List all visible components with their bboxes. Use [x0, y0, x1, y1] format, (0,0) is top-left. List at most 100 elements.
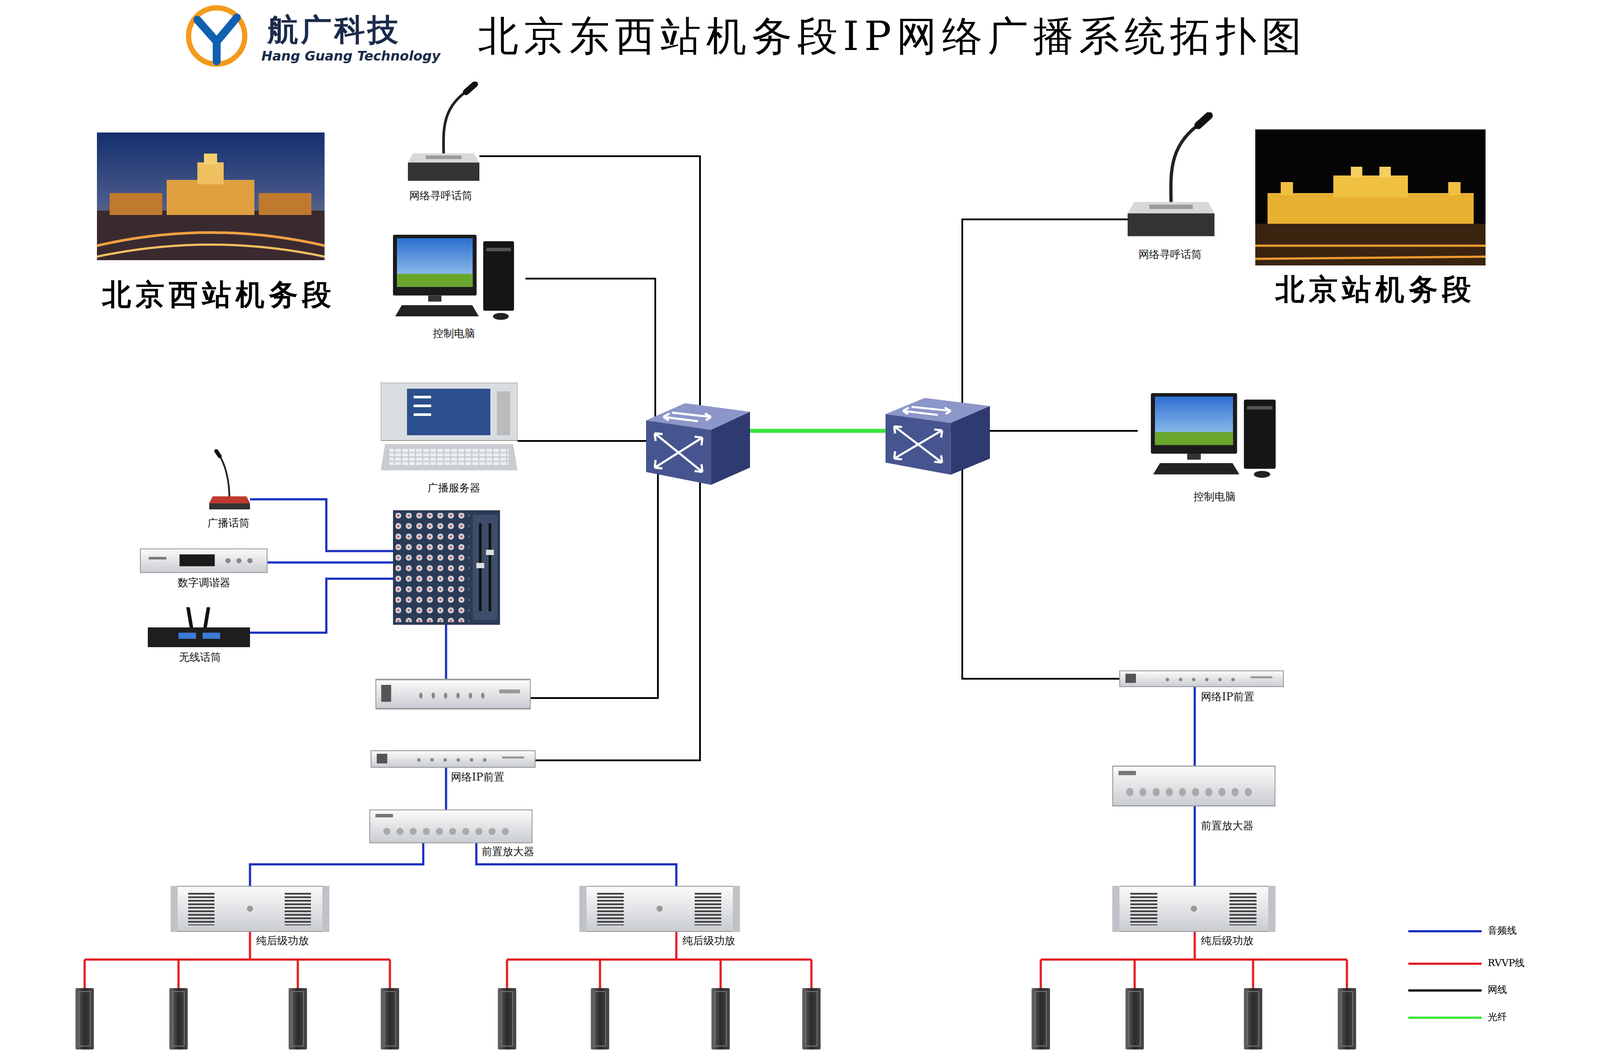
preamp [1112, 765, 1275, 806]
path [1040, 931, 1347, 988]
rect [1255, 129, 1486, 266]
path [445, 624, 448, 679]
device-label: 网络寻呼话筒 [409, 189, 473, 203]
use [1031, 987, 1050, 1050]
path [250, 578, 393, 633]
use [497, 987, 517, 1050]
wireless-receiver [147, 607, 250, 647]
use [711, 987, 730, 1050]
use [590, 987, 610, 1050]
legend-text: 光纤 [1487, 1010, 1508, 1023]
path [507, 931, 812, 988]
path [84, 931, 390, 988]
rvvp-wires [84, 931, 1347, 988]
circle [188, 7, 245, 65]
audio-connector [1193, 806, 1197, 886]
device-label: 网络IP前置 [1200, 690, 1255, 704]
device-label: 控制电脑 [432, 327, 475, 340]
logo-icon [188, 7, 245, 65]
speakers [75, 987, 1357, 1050]
device-label: 纯后级功放 [256, 934, 309, 947]
device-node: 纯后级功放 [579, 885, 740, 932]
path [962, 434, 1120, 679]
desk-mic [209, 450, 250, 510]
rect [1255, 223, 1486, 266]
mixer [392, 510, 500, 625]
legend-swatch [1408, 962, 1482, 965]
logo-name: 航广科技 [267, 11, 401, 49]
device-node: 网络寻呼话筒 [407, 81, 480, 184]
use [380, 987, 400, 1050]
device-label: 前置放大器 [481, 845, 535, 858]
legend-swatch [1408, 929, 1482, 933]
rect [96, 210, 325, 261]
station-name: 北京站机务段 [1275, 271, 1476, 307]
legend-text: 网线 [1487, 983, 1508, 996]
rect [258, 192, 312, 215]
path [250, 499, 393, 551]
device-label: 网络寻呼话筒 [1138, 248, 1202, 261]
rect [1350, 166, 1363, 178]
rect [197, 162, 224, 185]
device-node: 前置放大器 [369, 809, 533, 843]
device-node: 网络寻呼话筒 [1127, 112, 1215, 240]
rect [1448, 182, 1461, 196]
rect [1280, 182, 1293, 196]
rect [1267, 192, 1474, 224]
rect [96, 132, 325, 261]
device-label: 控制电脑 [1193, 490, 1236, 504]
device-node: 网络IP前置 [1119, 670, 1284, 687]
device-label: 广播服务器 [427, 481, 481, 495]
ip-front [1119, 670, 1284, 687]
diagram-title: 北京东西站机务段IP网络广播系统拓扑图 [478, 12, 1308, 61]
device-label: 无线话筒 [178, 650, 222, 664]
network-switch [885, 397, 990, 475]
audio-connector [445, 767, 448, 810]
device-label: 广播话筒 [207, 516, 250, 530]
device-node: 网络IP前置 [370, 750, 536, 768]
path [96, 244, 325, 258]
legend-text: 音频线 [1487, 924, 1517, 936]
audio-connector [250, 842, 424, 886]
computer [392, 234, 515, 320]
legend-swatch [1408, 1016, 1482, 1019]
rect [166, 179, 255, 215]
use [1337, 987, 1357, 1050]
audio-connector [476, 842, 677, 886]
use [169, 987, 188, 1050]
path [525, 278, 656, 439]
device-node: 前置放大器 [1112, 765, 1276, 807]
device-node: 纯后级功放 [170, 885, 330, 932]
rect [203, 153, 218, 165]
device-label: 数字调谐器 [177, 576, 231, 590]
computer [1150, 392, 1276, 478]
device-node: 无线话筒 [147, 607, 250, 648]
power-amp [170, 885, 330, 932]
use [75, 987, 94, 1050]
power-amp [579, 885, 740, 932]
power-amp [1112, 885, 1276, 932]
preamp [369, 809, 533, 843]
device-node: 数字调谐器 [139, 548, 268, 573]
rect [1333, 175, 1408, 198]
path [267, 561, 393, 564]
legend-swatch [1408, 989, 1482, 992]
path [1255, 245, 1486, 259]
use [1125, 987, 1144, 1050]
device-label: 纯后级功放 [1200, 934, 1254, 947]
rect [109, 192, 163, 215]
server [380, 382, 518, 471]
path [535, 438, 700, 761]
encoder [375, 679, 531, 709]
device-node: 控制电脑 [1150, 392, 1283, 480]
logo-subtitle: Hang Guang Technology [261, 48, 441, 65]
photo-beijing-station [1255, 129, 1486, 266]
path [530, 438, 658, 698]
paging-mic [1127, 115, 1215, 236]
use [1243, 987, 1263, 1050]
device-node: 广播服务器 [380, 382, 518, 475]
use [802, 987, 821, 1050]
device-label: 纯后级功放 [682, 934, 736, 947]
device-label: 网络IP前置 [450, 770, 505, 784]
